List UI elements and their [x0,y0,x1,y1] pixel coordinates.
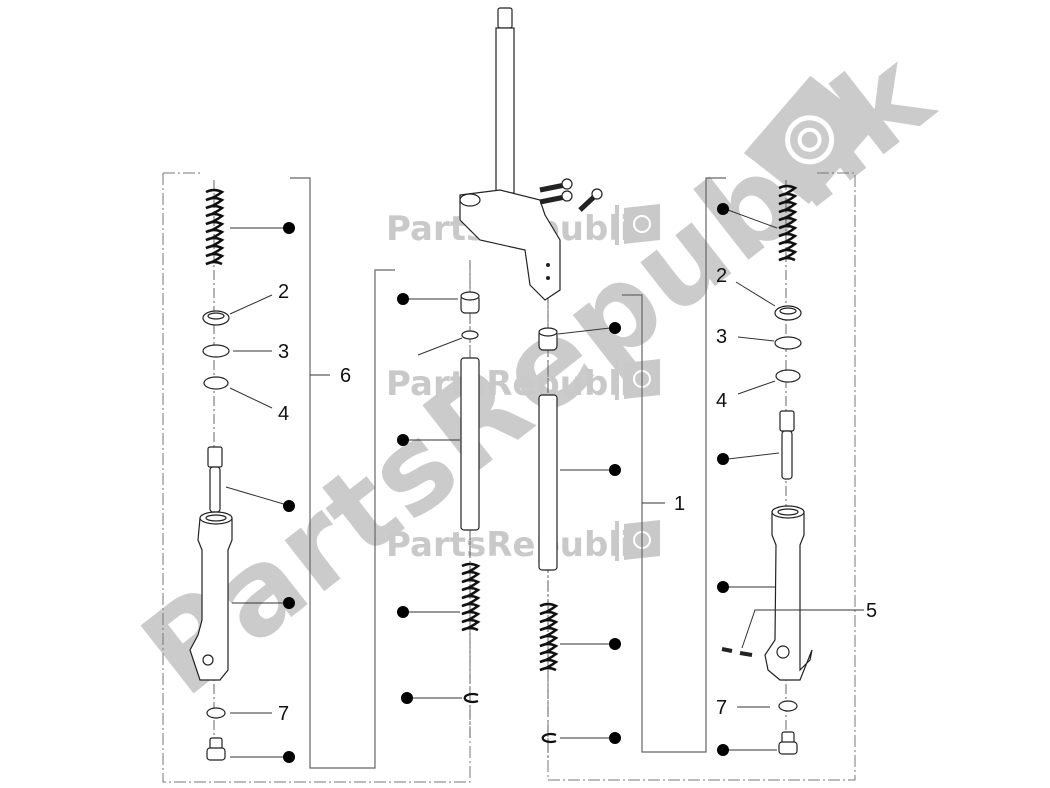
ref-dot [717,581,729,593]
left-seal [203,376,229,390]
left-damper-rod [207,446,223,513]
ref-dot [609,464,621,476]
ref-dot [609,732,621,744]
callout-2-left: 2 [278,281,289,303]
callout-6: 6 [340,365,351,387]
right-damper-rod [779,410,795,480]
left-o-ring [202,344,230,358]
caliper-screws [721,647,753,657]
left-spring [205,188,225,266]
inner-right-spring [539,602,559,672]
inner-left-tube [460,357,480,531]
gear-flag-icon [743,75,876,204]
callout-7-right: 7 [716,697,727,719]
ref-dot [717,744,729,756]
ref-dot [283,751,295,763]
ref-dot [283,222,295,234]
watermark-logo-bottom: PartsRepublik [386,520,660,565]
inner-left-spring [461,562,481,632]
right-seal-cap [774,305,802,321]
right-bottom-bolt [778,731,798,755]
ref-dot [401,692,413,704]
left-seal-cap [202,310,230,326]
callout-3-left: 3 [278,341,289,363]
right-fork-leg [764,505,813,681]
inner-left-circlip [463,692,479,704]
left-fork-leg [189,511,233,681]
ref-dot [397,606,409,618]
ref-dot [609,638,621,650]
ref-dot [717,453,729,465]
ref-dot [609,322,621,334]
right-o-ring [774,336,802,350]
watermark-logo-text: PartsRepublik [386,525,656,565]
bracket-1 [622,177,726,753]
callout-4-right: 4 [716,390,727,412]
callout-7-left: 7 [278,703,289,725]
inner-left-clip [461,330,479,340]
left-washer [206,707,226,719]
ref-dot [397,293,409,305]
watermark-logo-middle: PartsRepublik [386,359,660,404]
watermark-logo-text: PartsRepublik [386,364,656,404]
ref-dot [283,597,295,609]
callout-5: 5 [866,600,877,622]
right-washer [778,700,798,712]
inner-right-circlip [541,732,557,744]
right-seal [775,369,801,383]
inner-right-tube [538,394,558,571]
inner-right-cap [538,327,558,351]
callout-4-left: 4 [278,403,289,425]
ref-dot [397,434,409,446]
steering-tube [459,7,561,301]
right-spring [778,184,798,262]
callout-1: 1 [674,493,685,515]
fork-bolts [539,178,603,212]
left-bottom-bolt [206,737,226,761]
ref-dot [717,203,729,215]
ref-dot [283,500,295,512]
callout-2-right: 2 [716,265,727,287]
bracket-6 [290,177,395,769]
callout-3-right: 3 [716,326,727,348]
inner-left-cap [460,291,480,314]
